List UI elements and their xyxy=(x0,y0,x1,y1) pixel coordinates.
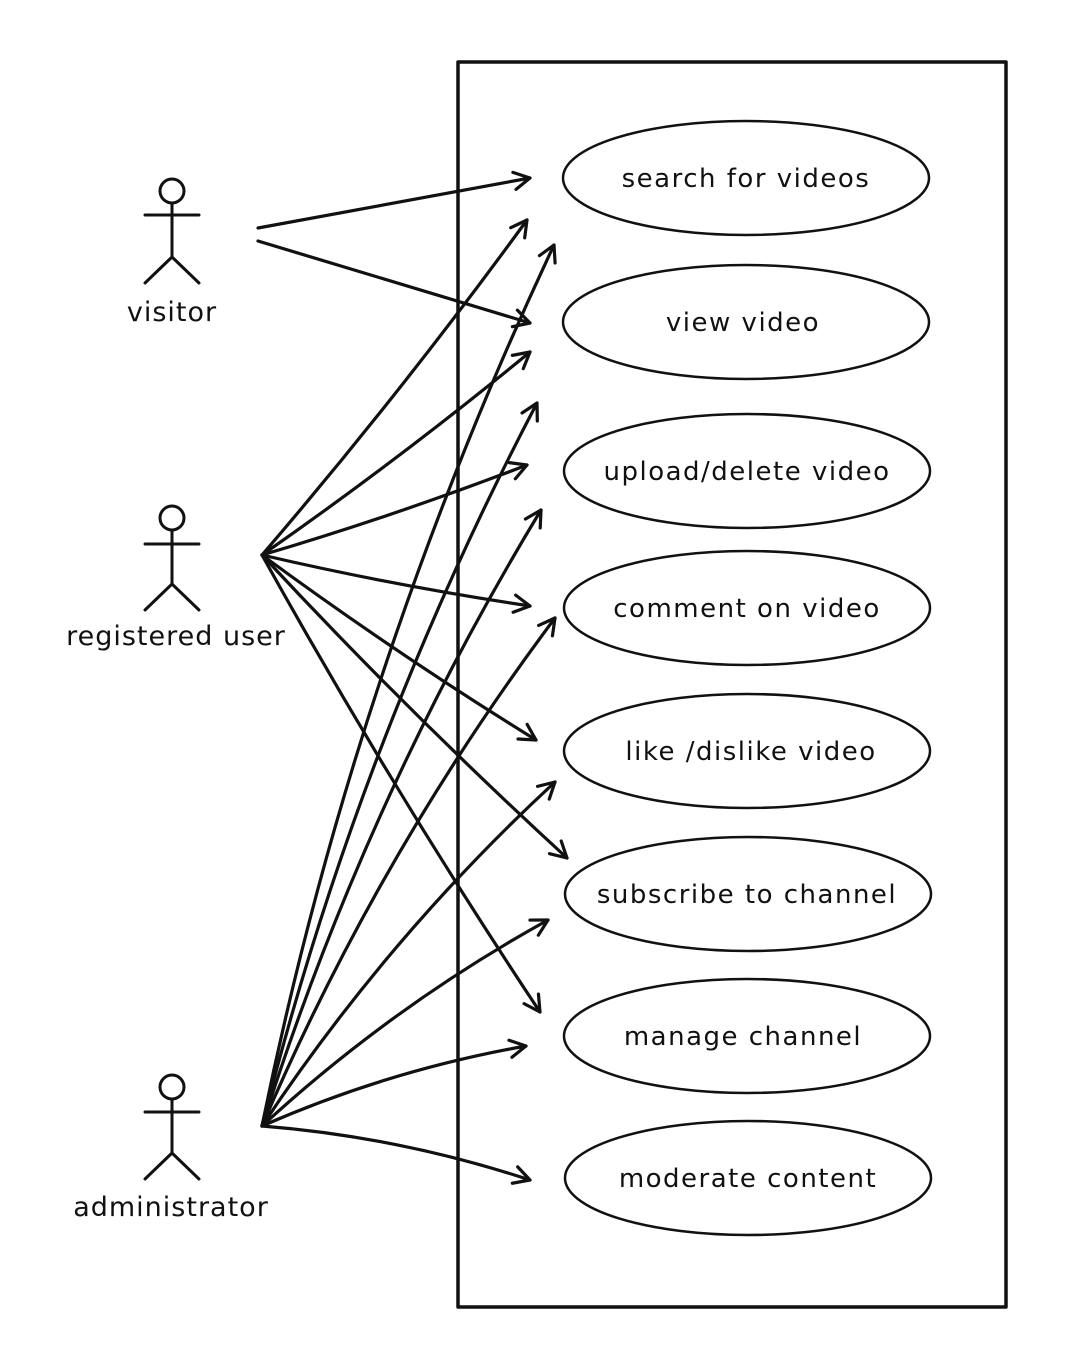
arrowhead-icon xyxy=(537,616,557,638)
association-line xyxy=(260,553,569,860)
arrowhead-icon xyxy=(507,461,529,481)
association-arrow-visitor-view xyxy=(256,239,532,329)
association-arrow-registered-upload xyxy=(260,461,529,557)
arrowhead-icon xyxy=(522,992,542,1014)
use-case-comment: comment on video xyxy=(562,549,932,667)
association-line xyxy=(260,463,529,557)
association-line xyxy=(260,553,532,608)
actor-registered-user: registered user xyxy=(66,504,286,652)
use-case-upload: upload/delete video xyxy=(562,412,932,530)
association-arrow-registered-search xyxy=(260,218,529,557)
actor-label: administrator xyxy=(73,1192,269,1223)
arrowhead-icon xyxy=(547,839,569,860)
use-case-label: manage channel xyxy=(624,1022,862,1052)
association-arrows xyxy=(256,170,569,1185)
arrowhead-icon xyxy=(510,1165,532,1185)
association-arrow-administrator-search xyxy=(260,243,557,1128)
stick-figure-icon xyxy=(143,1073,201,1181)
association-arrow-registered-subscribe xyxy=(260,553,569,860)
arrowhead-icon xyxy=(520,401,539,423)
use-case-label: search for videos xyxy=(622,164,871,194)
use-case-manage: manage channel xyxy=(562,977,932,1095)
arrowhead-icon xyxy=(537,243,557,265)
association-arrow-visitor-search xyxy=(256,170,532,230)
use-case-search: search for videos xyxy=(561,119,931,237)
association-arrow-registered-comment xyxy=(260,553,532,614)
arrowhead-icon xyxy=(507,1038,528,1059)
association-arrow-administrator-moderate xyxy=(260,1124,532,1185)
association-arrow-administrator-like xyxy=(260,780,557,1128)
use-case-moderate: moderate content xyxy=(563,1119,933,1237)
association-arrow-administrator-comment xyxy=(260,616,557,1128)
use-case-label: comment on video xyxy=(613,594,880,624)
arrowhead-icon xyxy=(523,508,543,530)
association-line xyxy=(260,508,543,1128)
use-case-like: like /dislike video xyxy=(562,692,932,810)
arrowhead-icon xyxy=(511,593,532,614)
use-case-label: view video xyxy=(666,308,820,338)
association-arrow-administrator-manage xyxy=(260,1038,528,1128)
association-arrow-registered-like xyxy=(260,553,538,742)
association-line xyxy=(260,1124,532,1182)
use-case-label: subscribe to channel xyxy=(597,880,897,910)
association-line xyxy=(260,401,539,1128)
stick-figure-icon xyxy=(143,177,201,285)
arrowhead-icon xyxy=(528,918,550,937)
arrowhead-icon xyxy=(509,218,529,240)
stick-figure-icon xyxy=(143,504,201,612)
association-arrow-registered-view xyxy=(260,350,532,557)
association-line xyxy=(260,616,557,1128)
use-case-label: moderate content xyxy=(619,1164,877,1194)
actor-label: registered user xyxy=(66,621,286,652)
use-case-label: like /dislike video xyxy=(625,737,876,767)
system-boundary xyxy=(456,60,1008,1309)
arrowhead-icon xyxy=(516,722,538,742)
arrowhead-icon xyxy=(535,780,557,801)
association-line xyxy=(256,176,532,230)
association-line xyxy=(260,243,556,1128)
association-arrow-administrator-view xyxy=(260,401,539,1128)
association-arrow-administrator-subscribe xyxy=(260,918,550,1128)
association-arrow-administrator-upload xyxy=(260,508,543,1128)
association-line xyxy=(260,350,532,557)
arrowhead-icon xyxy=(510,350,532,371)
association-line xyxy=(260,918,550,1128)
arrowhead-icon xyxy=(511,170,532,191)
actor-visitor: visitor xyxy=(127,177,217,328)
use-case-label: upload/delete video xyxy=(603,457,890,487)
use-case-view: view video xyxy=(561,263,931,381)
association-line xyxy=(256,239,532,325)
actor-label: visitor xyxy=(127,297,217,328)
use-case-subscribe: subscribe to channel xyxy=(563,835,933,953)
association-line xyxy=(260,218,529,557)
association-line xyxy=(260,553,538,742)
actor-administrator: administrator xyxy=(73,1073,269,1223)
association-line xyxy=(260,1044,528,1128)
association-line xyxy=(260,780,557,1128)
